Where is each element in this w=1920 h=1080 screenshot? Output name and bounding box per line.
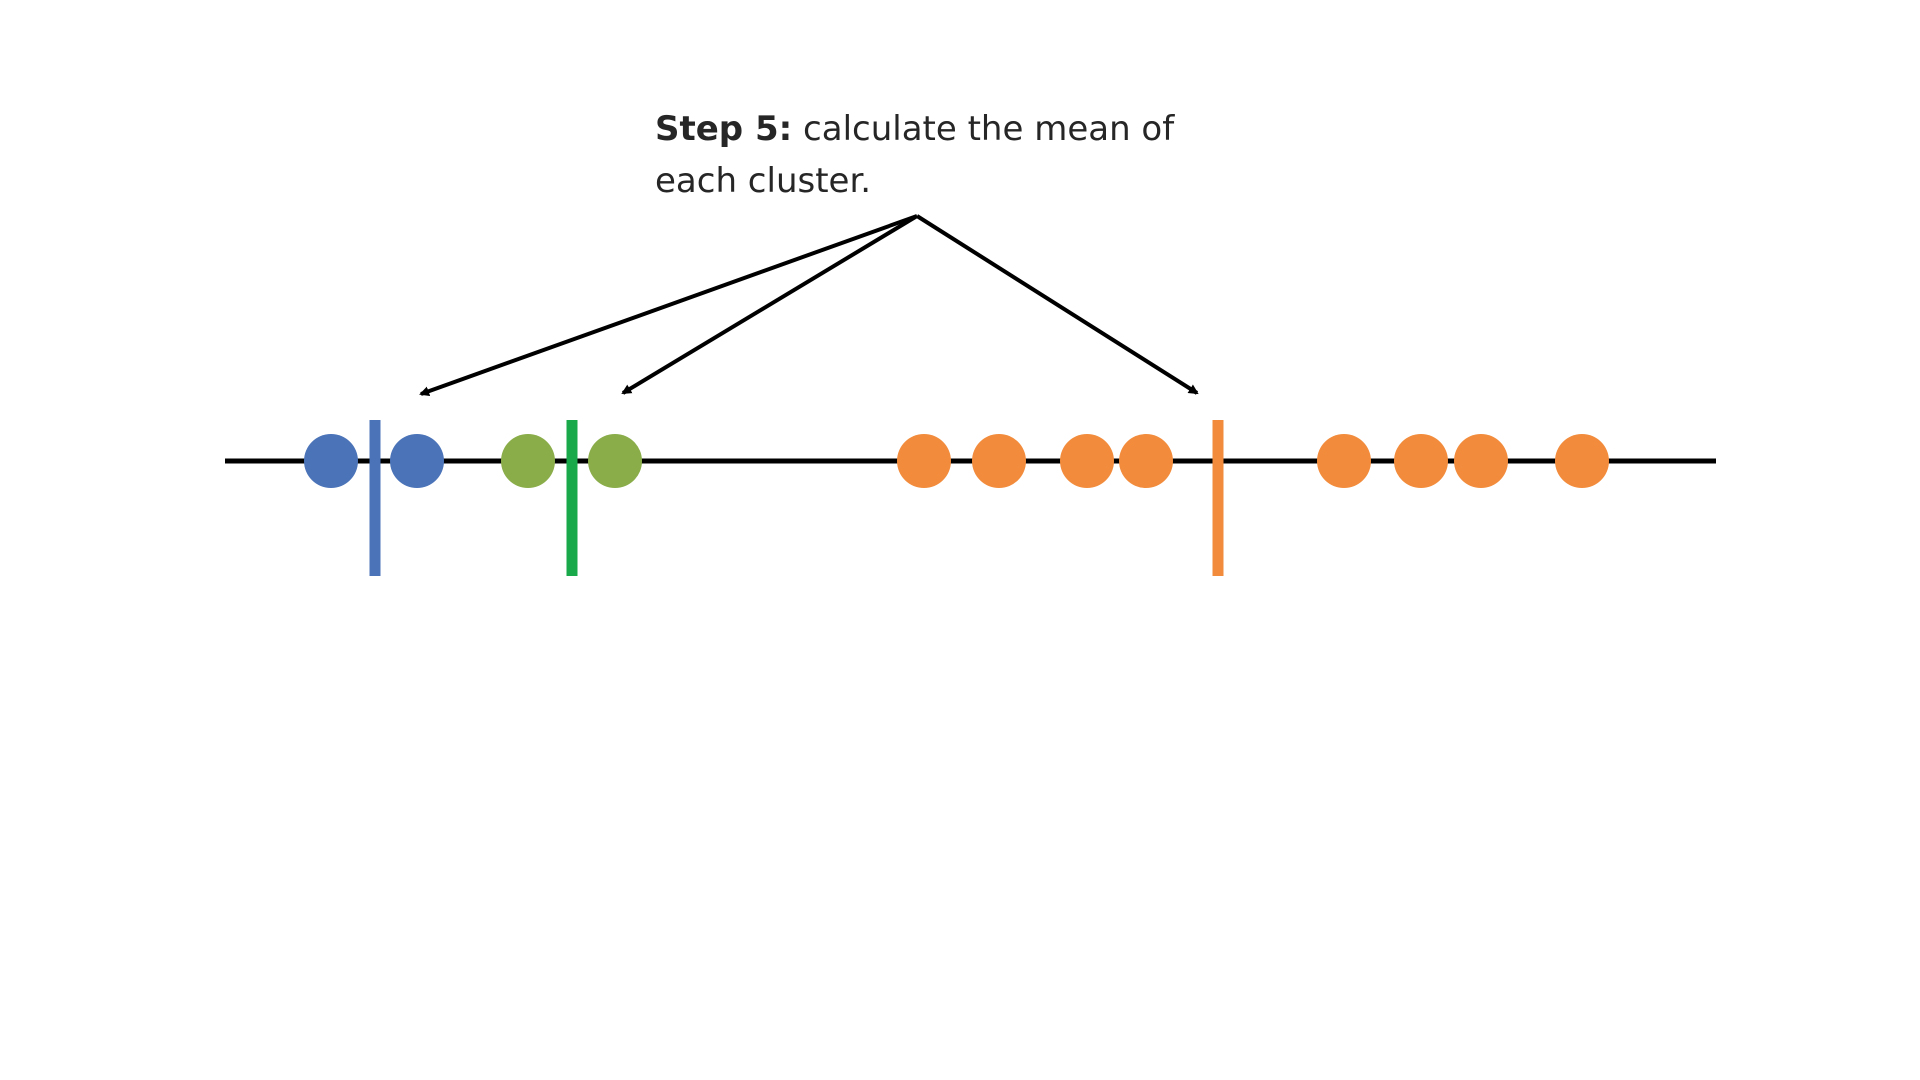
step-description: calculate the mean of each cluster. — [655, 109, 1175, 201]
green-mean-line — [566, 420, 578, 576]
cluster-means — [369, 420, 1224, 576]
orange-point — [1555, 434, 1609, 488]
orange-point — [1394, 434, 1448, 488]
orange-point — [1454, 434, 1508, 488]
pointer-arrows — [419, 214, 1199, 397]
blue-point — [304, 434, 358, 488]
step-caption: Step 5: calculate the mean of each clust… — [655, 103, 1215, 207]
blue-point — [390, 434, 444, 488]
arrow-to-blue — [419, 214, 918, 397]
step-label: Step 5: — [655, 109, 793, 149]
arrow-to-green — [621, 214, 919, 395]
data-points — [304, 434, 1609, 488]
orange-point — [897, 434, 951, 488]
orange-point — [972, 434, 1026, 488]
green-point — [501, 434, 555, 488]
arrow-to-orange — [915, 214, 1199, 395]
orange-point — [1119, 434, 1173, 488]
blue-mean-line — [369, 420, 381, 576]
green-point — [588, 434, 642, 488]
orange-mean-line — [1212, 420, 1224, 576]
orange-point — [1060, 434, 1114, 488]
orange-point — [1317, 434, 1371, 488]
